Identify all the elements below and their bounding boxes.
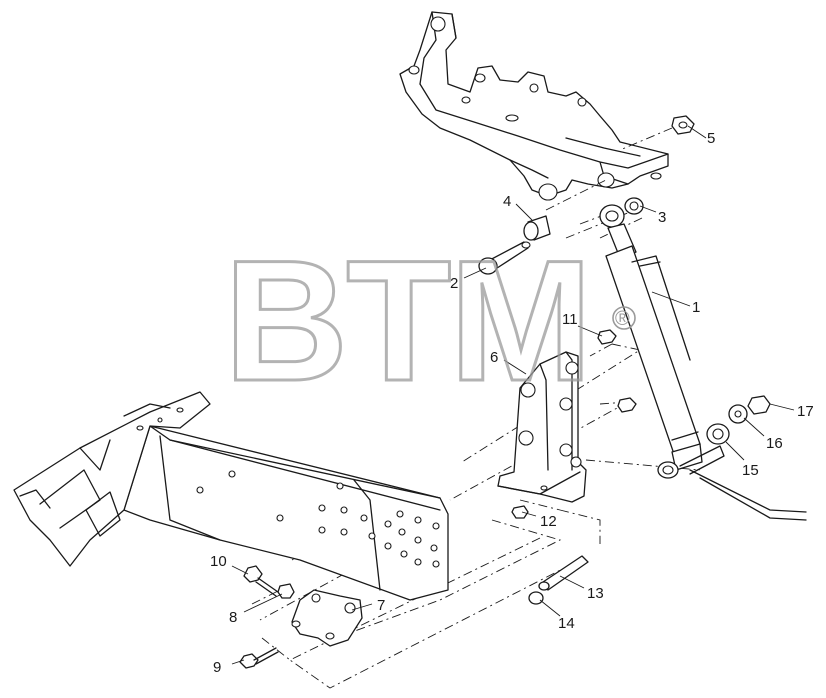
upper-cab-bracket xyxy=(399,11,669,201)
bushing-part-3 xyxy=(624,197,644,215)
callout-14: 14 xyxy=(558,615,575,632)
pin-part-2 xyxy=(478,241,531,275)
nut-part-11b xyxy=(617,397,637,413)
callout-9: 9 xyxy=(213,659,221,676)
callout-13: 13 xyxy=(587,585,604,602)
callout-3: 3 xyxy=(658,209,666,226)
callout-4: 4 xyxy=(503,193,511,210)
callout-7: 7 xyxy=(377,597,385,614)
leader-lines xyxy=(231,125,795,665)
callout-10: 10 xyxy=(210,553,227,570)
callout-12: 12 xyxy=(540,513,557,530)
callout-15: 15 xyxy=(742,462,759,479)
watermark-registered-mark: ® xyxy=(615,308,630,330)
tilt-cylinder xyxy=(599,204,807,521)
nut-part-17 xyxy=(747,395,771,415)
nut-part-5 xyxy=(671,115,695,135)
callout-2: 2 xyxy=(450,275,458,292)
watermark-text: BTM xyxy=(224,225,591,417)
pin-part-13 xyxy=(538,555,589,591)
mounting-bracket-6 xyxy=(497,351,587,503)
bolt-part-9 xyxy=(239,647,279,669)
plate-part-7 xyxy=(291,589,363,647)
frame-rail xyxy=(13,391,449,601)
callout-6: 6 xyxy=(490,349,498,366)
nut-part-8 xyxy=(277,583,295,599)
nut-part-12 xyxy=(511,505,529,519)
btm-watermark: BTM ® xyxy=(223,224,636,419)
nut-part-11 xyxy=(597,329,617,345)
washer-part-16 xyxy=(728,404,748,424)
bushing-part-4 xyxy=(523,215,551,241)
washer-part-15 xyxy=(706,423,730,445)
callout-17: 17 xyxy=(797,403,814,420)
callout-1: 1 xyxy=(692,299,700,316)
clip-part-14 xyxy=(528,591,544,605)
callout-labels: 1 2 3 4 5 6 7 8 9 10 11 12 13 14 15 16 1… xyxy=(210,130,814,676)
callout-8: 8 xyxy=(229,609,237,626)
callout-5: 5 xyxy=(707,130,715,147)
callout-16: 16 xyxy=(766,435,783,452)
bolt-part-10 xyxy=(243,565,279,597)
callout-11: 11 xyxy=(562,311,578,328)
